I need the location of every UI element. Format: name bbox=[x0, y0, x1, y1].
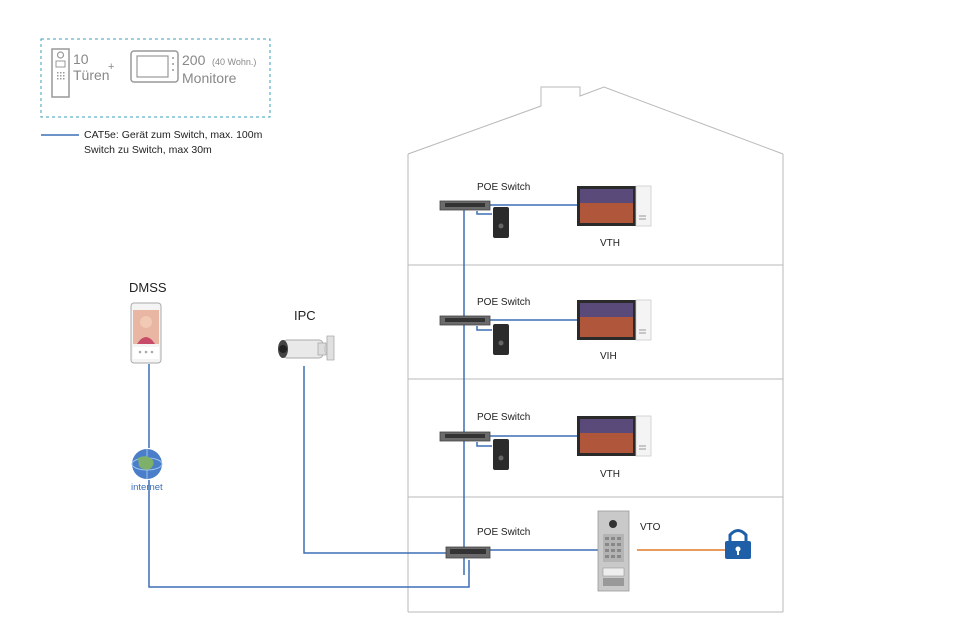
monitor-label-1: VTH bbox=[600, 238, 620, 249]
doorbell-icon bbox=[493, 324, 509, 355]
floor-4: POE Switch VTO bbox=[445, 510, 751, 592]
monitor-label-3: VTH bbox=[600, 469, 620, 480]
monitor-icon bbox=[130, 50, 179, 83]
cable-legend-line1: CAT5e: Gerät zum Switch, max. 100m bbox=[84, 129, 263, 141]
internet-globe-icon bbox=[131, 449, 163, 479]
poe-switch-label-3: POE Switch bbox=[477, 412, 530, 423]
doors-label: Türen bbox=[73, 67, 110, 83]
poe-switch-icon bbox=[439, 431, 491, 442]
monitors-label: Monitore bbox=[182, 70, 237, 86]
doorbell-icon bbox=[493, 439, 509, 470]
monitors-note: (40 Wohn.) bbox=[212, 57, 256, 67]
network-cables bbox=[148, 204, 598, 588]
internet-cable bbox=[148, 480, 470, 588]
bell2-cable bbox=[476, 326, 492, 331]
door-station-icon bbox=[51, 48, 70, 98]
bell1-cable bbox=[476, 211, 492, 215]
floor-2: POE Switch VIH bbox=[439, 297, 652, 362]
monitors-count: 200 bbox=[182, 52, 206, 68]
dmss-label: DMSS bbox=[129, 280, 167, 295]
floor-1: POE Switch VTH bbox=[439, 182, 652, 249]
poe-switch-icon bbox=[445, 546, 491, 559]
poe-switch-label-1: POE Switch bbox=[477, 182, 530, 193]
doorbell-icon bbox=[493, 207, 509, 238]
vto-label: VTO bbox=[640, 522, 661, 533]
indoor-monitor-icon bbox=[577, 299, 652, 341]
cable-legend-line2: Switch zu Switch, max 30m bbox=[84, 144, 212, 156]
poe-switch-icon bbox=[439, 315, 491, 326]
house bbox=[407, 86, 784, 613]
plus-sign: + bbox=[108, 61, 114, 73]
cable-legend: CAT5e: Gerät zum Switch, max. 100m Switc… bbox=[41, 129, 263, 156]
house-roof bbox=[407, 86, 784, 155]
indoor-monitor-icon bbox=[577, 415, 652, 457]
camera-icon bbox=[278, 335, 335, 361]
floor-3: POE Switch VTH bbox=[439, 412, 652, 480]
poe-switch-label-2: POE Switch bbox=[477, 297, 530, 308]
monitor-label-2: VIH bbox=[600, 351, 617, 362]
indoor-monitor-icon bbox=[577, 185, 652, 227]
outdoor-station-icon bbox=[597, 510, 630, 592]
poe-switch-label-4: POE Switch bbox=[477, 527, 530, 538]
ipc-cable bbox=[303, 366, 446, 554]
legend-box-border bbox=[40, 38, 271, 118]
smartphone-icon bbox=[130, 302, 162, 364]
lock-icon bbox=[725, 529, 751, 559]
internet-label: internet bbox=[131, 482, 163, 493]
capacity-legend: 10 Türen + 200 (40 Wohn.) Monitore bbox=[40, 38, 271, 118]
poe-switch-icon bbox=[439, 200, 491, 211]
bell3-cable bbox=[476, 442, 492, 447]
ipc-label: IPC bbox=[294, 308, 316, 323]
doors-count: 10 bbox=[73, 51, 89, 67]
